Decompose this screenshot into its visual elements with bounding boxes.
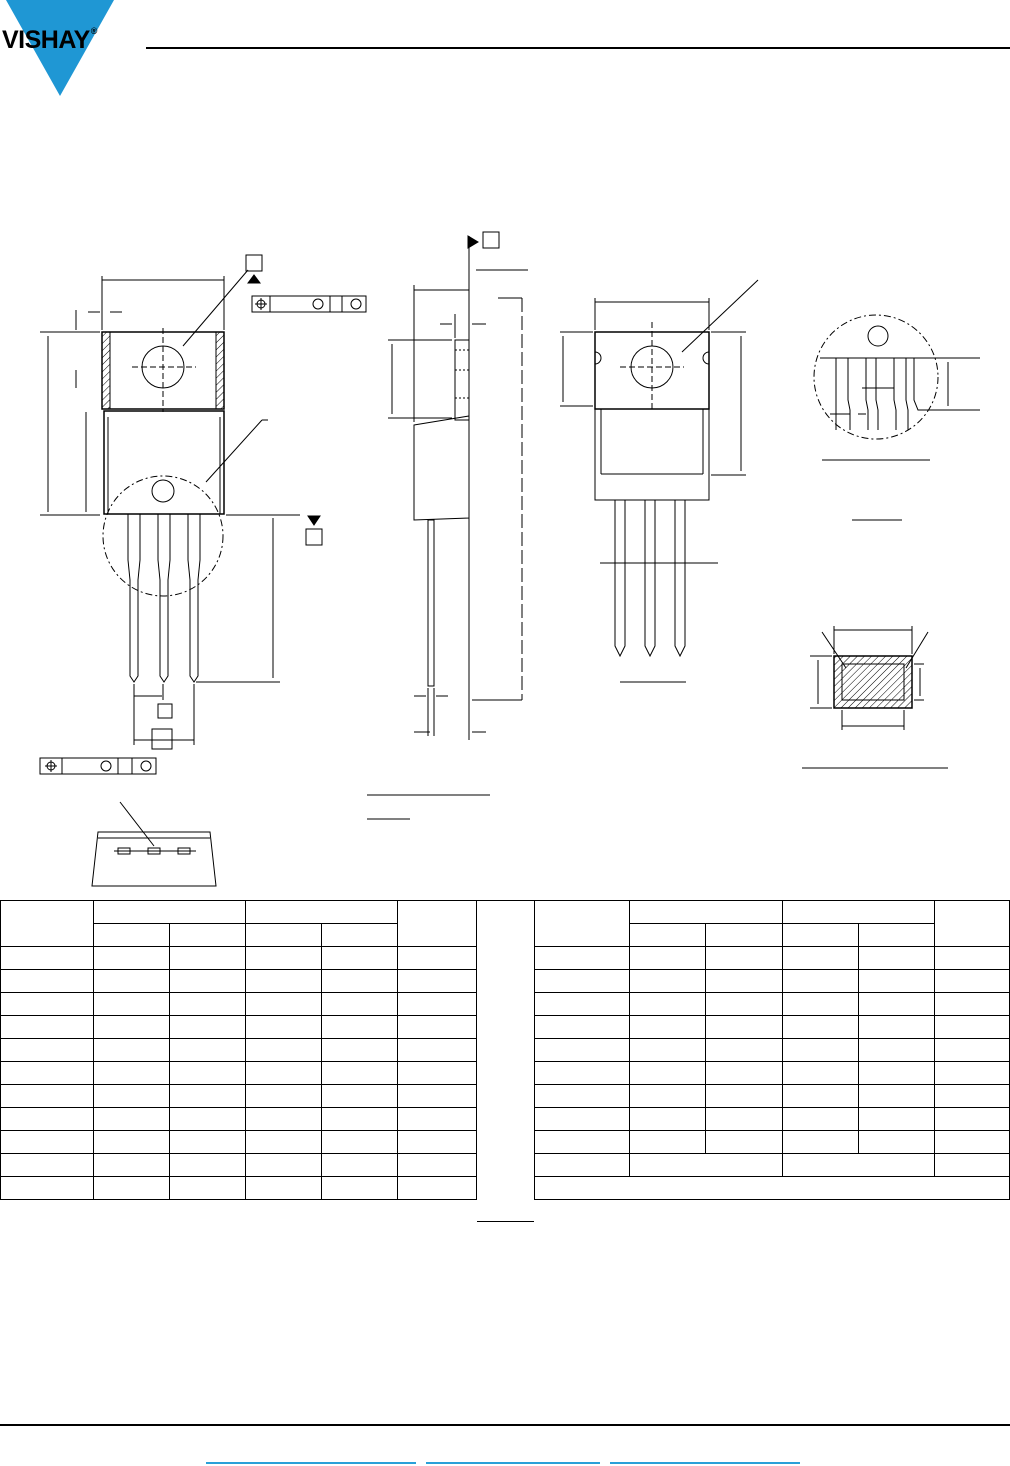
vishay-logo: VISHAY®: [0, 0, 130, 100]
table-header-cell: [534, 900, 630, 947]
table-spacer: [477, 900, 534, 1222]
marking-detail: [91, 801, 217, 887]
table-row: [0, 992, 477, 1016]
dimensions-table-right: [534, 900, 1010, 1200]
table-row: [0, 1084, 477, 1108]
table-row: [0, 1176, 477, 1200]
table-header-cell: [934, 900, 1010, 947]
back-view: [560, 279, 759, 683]
footer-link-3[interactable]: [610, 1462, 800, 1464]
table-row: [0, 1153, 477, 1177]
footer-rule: [0, 1424, 1010, 1426]
table-row: [0, 946, 477, 970]
table-row: [0, 1038, 477, 1062]
table-header-cell: [629, 900, 783, 924]
table-row: [534, 969, 1010, 993]
footer-link-2[interactable]: [426, 1462, 600, 1464]
header-rule: [146, 47, 1010, 49]
dimensions-table-left: [0, 900, 477, 1200]
table-row: [534, 1015, 1010, 1039]
table-row: [534, 946, 1010, 970]
registered-mark: ®: [90, 26, 98, 36]
side-view: [367, 231, 528, 820]
table-row: [534, 992, 1010, 1016]
table-row: [534, 1107, 1010, 1131]
footer-link-1[interactable]: [206, 1462, 416, 1464]
brand-name: VISHAY: [2, 26, 90, 54]
table-row: [534, 1153, 1010, 1177]
table-row: [0, 1130, 477, 1154]
table-row: [0, 969, 477, 993]
table-row: [0, 1015, 477, 1039]
table-row: [534, 1130, 1010, 1154]
lead-detail-view: [813, 314, 980, 521]
package-outline-drawing: [39, 231, 980, 887]
table-header-cell: [245, 900, 398, 924]
table-row: [0, 1061, 477, 1085]
table-header-cell: [781, 900, 935, 924]
table-row: [534, 1038, 1010, 1062]
footer-links[interactable]: [0, 1462, 1010, 1464]
logo-triangle-icon: [6, 0, 114, 96]
section-detail-view: [802, 626, 948, 769]
table-row: [534, 1176, 1010, 1200]
table-row: [534, 1084, 1010, 1108]
front-view: [39, 254, 367, 775]
table-header-cell: [397, 900, 477, 947]
table-header-cell: [0, 900, 94, 947]
table-header-cell: [93, 900, 246, 924]
logo-text: VISHAY®: [2, 26, 97, 55]
table-row: [534, 1061, 1010, 1085]
table-row: [0, 1107, 477, 1131]
